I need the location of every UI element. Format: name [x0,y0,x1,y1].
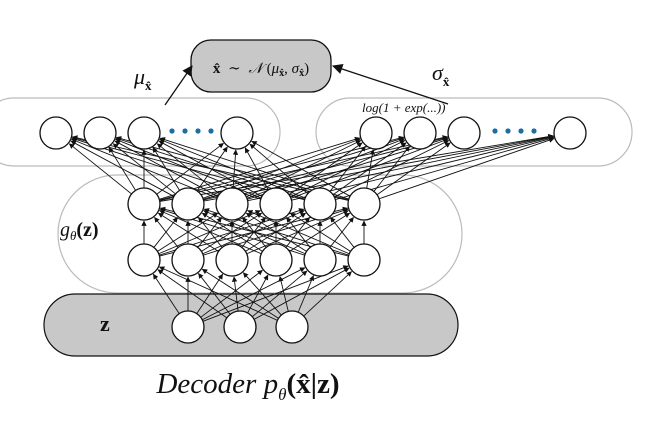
edge-latent-to-hidden1 [247,274,269,314]
left-output-group [0,97,281,167]
mu-arrow [164,65,193,106]
hidden2-node [127,187,161,221]
hidden1-node [171,243,205,277]
edge-hidden2-to-sigma [373,145,410,192]
edge-latent-to-hidden1 [231,276,239,312]
edge-hidden2-to-mu [115,136,349,201]
edge-latent-to-hidden1 [253,267,350,320]
output-distribution-label: x̂ ∼ 𝒩 (μx̂, σx̂) [213,61,309,79]
softplus-label: log(1 + exp(...)) [362,100,446,115]
z-label: z [100,311,110,336]
mu-output-node [127,116,161,150]
latent-node [275,310,309,344]
hidden2-node [347,187,381,221]
edge-hidden2-to-sigma [291,135,554,201]
edge-latent-to-hidden1 [202,267,306,321]
mu-output-node [83,116,117,150]
edge-latent-to-hidden1 [198,273,231,315]
sigma-ellipsis-dots [492,128,537,134]
edge-latent-to-hidden1 [157,269,228,319]
latent-node [171,310,205,344]
sigma-label: σx̂ [432,60,450,89]
sigma-output-node [553,116,587,150]
hidden2-node [171,187,205,221]
hidden-layers-group [57,174,463,294]
g-theta-label: gθ(z) [60,219,99,243]
edge-latent-to-hidden1 [201,268,279,319]
edge-hidden1-to-hidden2 [157,212,219,252]
latent-node [223,310,257,344]
mu-output-node [39,116,73,150]
sigma-output-node [403,116,437,150]
hidden2-node [215,187,249,221]
edge-hidden2-to-sigma [203,134,554,202]
edge-latent-to-hidden1 [303,271,352,317]
decoder-caption: Decoder pθ(x̂|z) [156,368,340,404]
edge-hidden2-to-sigma [329,145,366,192]
edge-latent-to-hidden1 [152,273,180,314]
mu-output-node [220,116,254,150]
edge-hidden1-to-hidden2 [329,216,354,248]
edge-latent-to-hidden1 [251,270,308,318]
hidden2-node [303,187,337,221]
mu-label: μx̂ [133,64,152,93]
edge-hidden2-to-mu [68,143,132,195]
edge-hidden2-to-sigma [246,140,362,198]
edge-latent-to-hidden1 [297,275,315,313]
edge-latent-to-hidden1 [200,269,263,318]
edge-hidden2-to-mu [249,143,309,194]
edge-hidden2-to-sigma [247,134,554,202]
hidden1-node [127,243,161,277]
edge-hidden1-to-hidden2 [330,216,355,248]
edge-hidden2-to-mu [70,140,175,197]
sigma-output-node [447,116,481,150]
edge-latent-to-hidden1 [278,276,289,312]
mu-ellipsis-dots [169,128,214,134]
hidden2-node [259,187,293,221]
network-nodes [39,116,587,344]
edge-hidden2-to-sigma [366,149,376,189]
hidden1-node [347,243,381,277]
edge-latent-to-hidden1 [242,272,282,316]
edge-latent-to-hidden1 [196,273,224,314]
sigma-arrow [332,63,449,105]
edge-hidden1-to-hidden2 [289,212,351,252]
hidden1-node [259,243,293,277]
sigma-output-node [359,116,393,150]
edge-hidden2-to-sigma [288,142,363,196]
edge-hidden1-to-hidden2 [247,210,350,255]
edge-hidden1-to-hidden2 [153,216,178,248]
edge-hidden2-to-sigma [376,142,451,196]
hidden1-node [215,243,249,277]
edge-latent-to-hidden1 [158,266,278,321]
edge-hidden1-to-hidden2 [159,210,262,255]
hidden1-node [303,243,337,277]
edge-hidden2-to-mu [72,135,349,201]
edge-hidden1-to-hidden2 [154,216,179,248]
edge-hidden2-to-sigma [378,137,555,200]
